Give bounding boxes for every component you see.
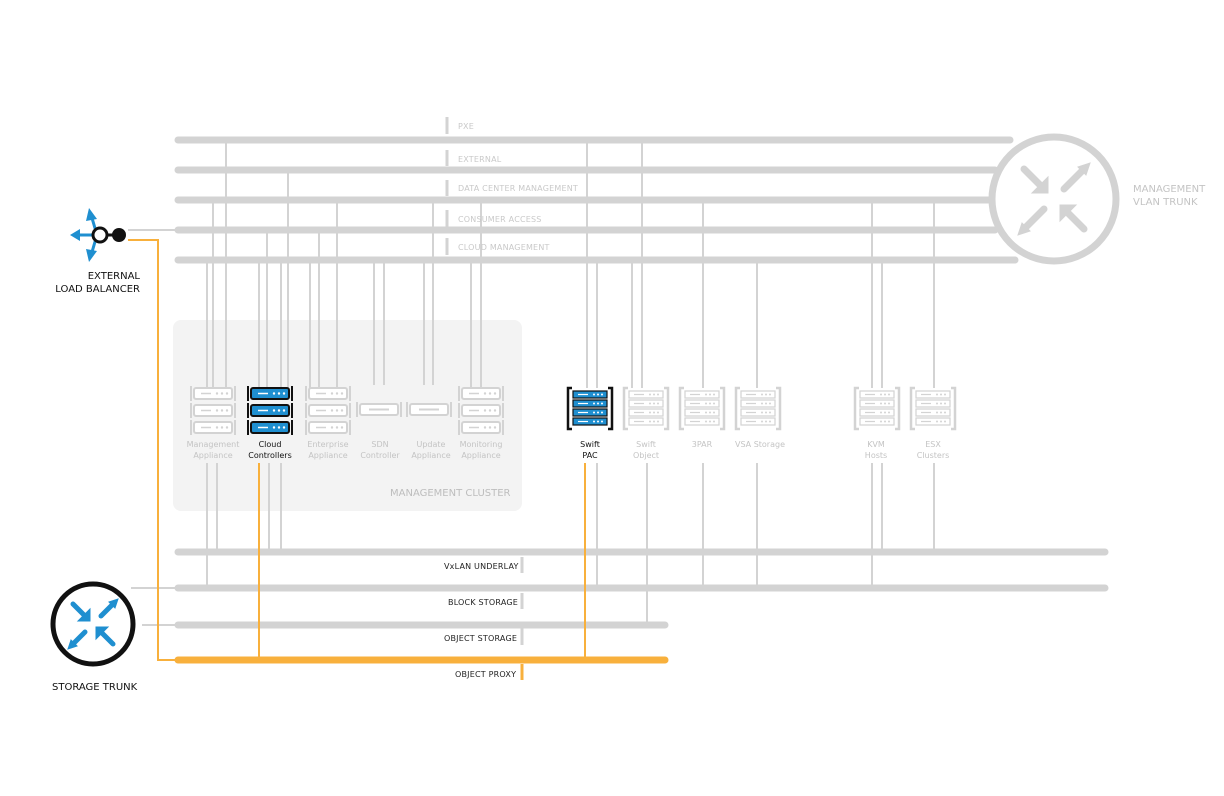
device-label-vsa-storage: VSA Storage bbox=[734, 440, 785, 449]
management-trunk-label-line1: MANAGEMENT bbox=[1133, 184, 1206, 195]
load-balancer-label: EXTERNAL LOAD BALANCER bbox=[40, 270, 140, 296]
device-icon-enterprise-appliance bbox=[305, 386, 351, 435]
device-icon-update-appliance bbox=[406, 402, 452, 417]
device-icon-three-par bbox=[678, 386, 726, 431]
load-balancer-label-line1: EXTERNAL bbox=[87, 271, 140, 282]
vertical-connections bbox=[128, 117, 935, 645]
network-label-cloud-management: CLOUD MANAGEMENT bbox=[458, 243, 550, 252]
device-icon-sdn-controller bbox=[356, 402, 402, 417]
management-cluster-label: MANAGEMENT CLUSTER bbox=[390, 488, 511, 499]
network-label-object-storage: OBJECT STORAGE bbox=[444, 634, 518, 643]
device-icon-vsa-storage bbox=[734, 386, 782, 431]
devices-layer bbox=[190, 386, 957, 435]
network-label-data-center-management: DATA CENTER MANAGEMENT bbox=[458, 184, 578, 193]
network-label-consumer-access: CONSUMER ACCESS bbox=[458, 215, 542, 224]
storage-trunk-label: STORAGE TRUNK bbox=[52, 682, 138, 693]
device-icon-management-appliance bbox=[190, 386, 236, 435]
load-balancer-label-line2: LOAD BALANCER bbox=[55, 284, 140, 295]
load-balancer-icon bbox=[70, 208, 126, 262]
device-icon-swift-object bbox=[622, 386, 670, 431]
management-trunk-router-icon bbox=[988, 133, 1120, 265]
device-icon-kvm-hosts bbox=[853, 386, 901, 431]
device-label-3par: 3PAR bbox=[691, 440, 713, 449]
management-trunk-label-line2: VLAN TRUNK bbox=[1133, 197, 1198, 208]
network-label-pxe: PXE bbox=[458, 122, 474, 131]
bottom-network-bus bbox=[174, 548, 1109, 629]
device-icon-monitoring-appliance bbox=[458, 386, 504, 435]
device-icon-cloud-controllers bbox=[247, 386, 293, 435]
management-trunk-label: MANAGEMENT VLAN TRUNK bbox=[1133, 183, 1205, 209]
top-network-bus bbox=[174, 136, 1019, 264]
device-icon-swift-pac bbox=[566, 386, 614, 431]
device-icon-esx-clusters bbox=[909, 386, 957, 431]
storage-trunk-router-icon bbox=[50, 581, 136, 667]
network-label-external: EXTERNAL bbox=[458, 155, 502, 164]
network-label-block-storage: BLOCK STORAGE bbox=[448, 598, 519, 607]
object-proxy-paths bbox=[128, 239, 586, 680]
network-label-object-proxy: OBJECT PROXY bbox=[455, 670, 517, 679]
network-label-vxlan-underlay: VxLAN UNDERLAY bbox=[444, 562, 519, 571]
